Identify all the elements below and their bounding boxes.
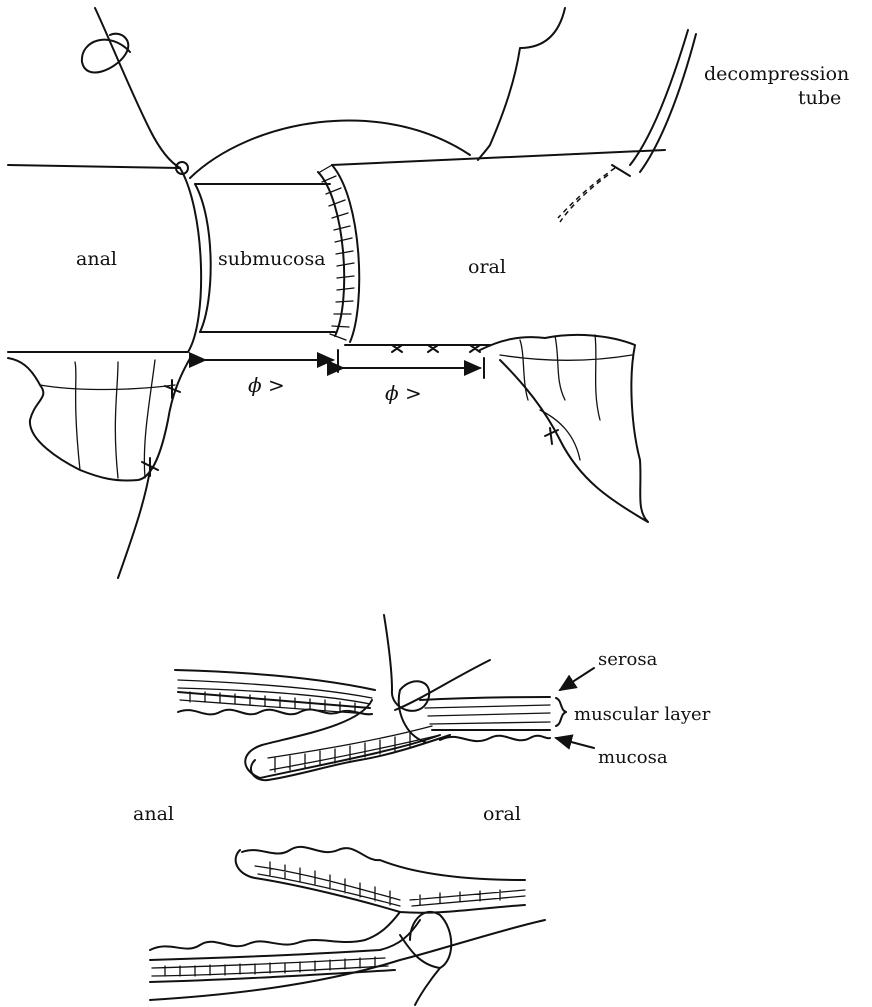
cross-section-lower [150,847,545,1005]
suture-loop [82,34,130,73]
label-oral-bottom: oral [483,803,521,825]
suture-thread-left [95,8,180,168]
label-dimension-right: ϕ > [385,381,422,405]
label-anal-bottom: anal [133,803,174,825]
anal-suture-thread-down [118,470,150,578]
label-serosa: serosa [598,649,658,670]
label-oral-top: oral [468,256,506,278]
suture-thread-right [478,8,565,160]
label-mucosa: mucosa [598,747,668,768]
oral-bowel-top-edge [332,150,665,165]
label-anal-top: anal [76,248,117,270]
anal-mesentery [8,355,192,481]
cross-section-upper: serosa muscular layer mucosa [175,615,711,780]
label-decompression: decompression [704,63,849,85]
label-dimension-left: ϕ > [248,373,285,397]
decompression-tube-hidden [558,168,615,222]
top-figure: anal submucosa oral decompression tube ϕ… [8,8,849,578]
submucosa-end [195,184,211,332]
label-tube: tube [798,87,841,109]
suture-arc [190,120,470,178]
anal-bowel-top-edge [8,165,180,168]
stitches [392,345,480,352]
anal-bowel-end [180,168,201,352]
label-submucosa: submucosa [218,248,326,270]
label-muscular-layer: muscular layer [574,704,711,725]
